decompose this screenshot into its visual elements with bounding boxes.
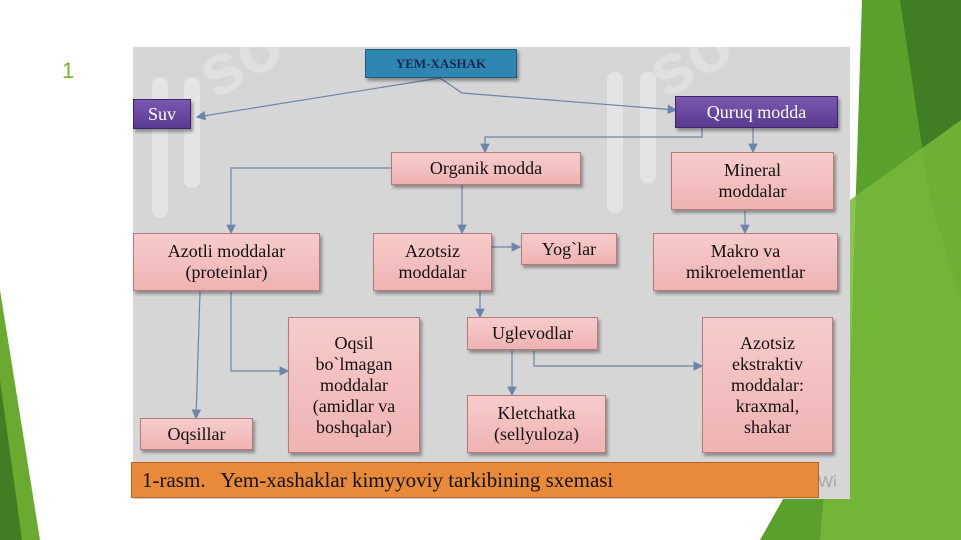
node-mineral-line-2: moddalar (718, 181, 787, 201)
node-organik-modda: Organik modda (391, 152, 581, 185)
node-ekstraktiv-line-4: kraxmal, (735, 395, 800, 416)
node-oqsillar: Oqsillar (140, 418, 253, 450)
figure-caption: 1-rasm. Yem-xashaklar kimyyoviy tarkibin… (131, 462, 819, 498)
node-azotsiz-moddalar: Azotsiz moddalar (373, 233, 492, 291)
node-uglevodlar: Uglevodlar (467, 317, 598, 350)
node-makro-line-2: mikroelementlar (686, 262, 805, 282)
node-quruq-modda: Quruq modda (675, 96, 838, 128)
node-suv: Suv (133, 99, 191, 129)
node-azotsiz-ekstraktiv: Azotsiz ekstraktiv moddalar: kraxmal, sh… (702, 317, 833, 453)
node-azotli-line-1: Azotli moddalar (167, 241, 286, 261)
node-kletchatka-line-2: (sellyuloza) (494, 424, 579, 444)
root-node: YEM-XASHAK (365, 49, 517, 78)
node-ekstraktiv-line-1: Azotsiz (740, 332, 795, 353)
node-mineral-line-1: Mineral (724, 160, 781, 180)
node-oqsil-bolmagan-line-5: boshqalar) (316, 416, 392, 437)
node-oqsil-bolmagan-line-3: moddalar (320, 374, 388, 395)
node-organik-modda-label: Organik modda (429, 158, 543, 178)
node-azotsiz-line-2: moddalar (398, 262, 467, 282)
node-suv-label: Suv (147, 103, 176, 124)
node-makro-line-1: Makro va (710, 241, 781, 261)
node-ekstraktiv-line-3: moddalar: (731, 374, 804, 395)
node-makro-mikroelementlar: Makro va mikroelementlar (653, 233, 838, 291)
node-oqsil-bolmagan-line-1: Oqsil (334, 332, 374, 353)
slide-number: 1 (62, 58, 75, 83)
node-yoglar-label: Yog`lar (541, 238, 597, 259)
node-quruq-modda-label: Quruq modda (706, 101, 807, 122)
node-mineral-moddalar: Mineral moddalar (671, 152, 834, 210)
node-azotli-moddalar: Azotli moddalar (proteinlar) (133, 233, 320, 291)
node-oqsil-bolmagan-moddalar: Oqsil bo`lmagan moddalar (amidlar va bos… (288, 317, 420, 453)
node-oqsillar-label: Oqsillar (167, 423, 226, 444)
node-kletchatka: Kletchatka (sellyuloza) (467, 395, 606, 453)
node-oqsil-bolmagan-line-2: bo`lmagan (315, 353, 393, 374)
node-azotli-line-2: (proteinlar) (185, 262, 268, 282)
node-oqsil-bolmagan-line-4: (amidlar va (312, 395, 396, 416)
node-kletchatka-line-1: Kletchatka (497, 403, 576, 423)
node-azotsiz-line-1: Azotsiz (405, 241, 460, 261)
node-uglevodlar-label: Uglevodlar (492, 323, 573, 343)
watermark-text: Wi (818, 474, 837, 491)
node-ekstraktiv-line-2: ekstraktiv (732, 353, 803, 374)
node-ekstraktiv-line-5: shakar (744, 416, 791, 437)
node-yoglar: Yog`lar (521, 233, 617, 265)
